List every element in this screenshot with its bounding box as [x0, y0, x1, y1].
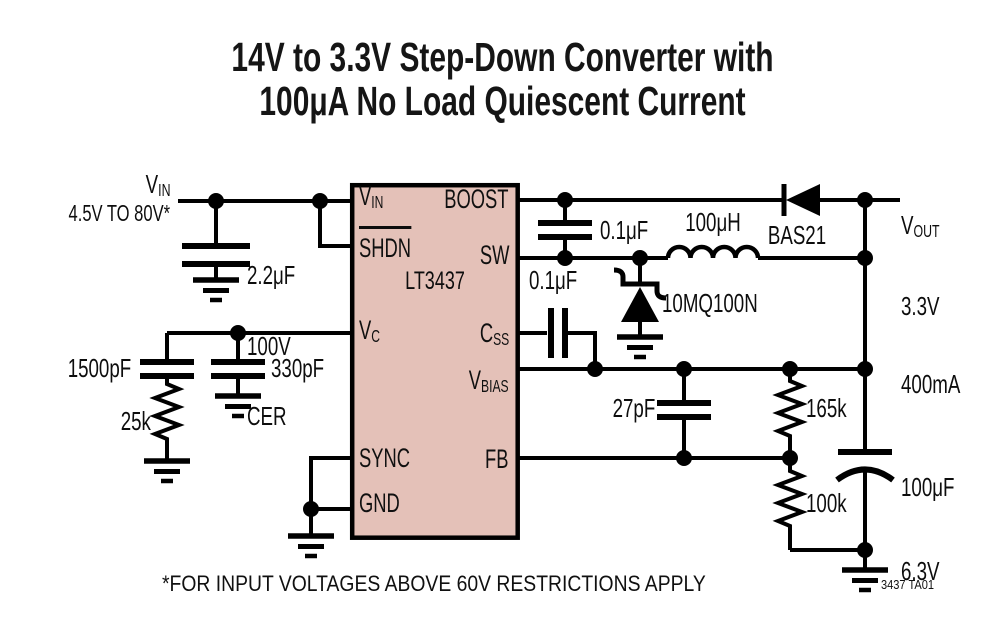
figure-tag: 3437 TA01 [881, 577, 935, 592]
ic-pin-label-sync: SYNC [359, 443, 411, 473]
junction-dot [303, 501, 319, 517]
pin-vin-main: V [359, 181, 372, 211]
r100k-label: 100k [806, 488, 847, 518]
c1500-label: 1500pF [67, 353, 131, 383]
junction-dot [857, 250, 873, 266]
junction-dot [632, 250, 648, 266]
wire-shdn-tie [318, 201, 354, 248]
ic-pin-label-gnd: GND [359, 488, 400, 518]
footnote: *FOR INPUT VOLTAGES ABOVE 60V RESTRICTIO… [162, 571, 706, 596]
ground-symbol [193, 277, 239, 303]
output-cap-rating: 6.3V [901, 556, 940, 586]
junction-dot [857, 192, 873, 208]
vin-rail-main: V [145, 169, 158, 199]
junction-dot [587, 361, 603, 377]
resistor-165k [772, 369, 808, 458]
ic-pin-label-fb: FB [485, 444, 509, 474]
r165k-label: 165k [806, 393, 847, 423]
ground-symbol [215, 393, 261, 419]
schottky-label: 10MQ100N [662, 288, 758, 318]
vout-rail-sub: OUT [913, 220, 940, 241]
junction-dot [557, 192, 573, 208]
pin-vbias-main: V [469, 365, 482, 395]
ic-pin-label-shdn: SHDN [359, 226, 412, 262]
output-cap-label: 100μF 6.3V TANT [901, 417, 954, 627]
input-cap-type: CER [247, 401, 287, 431]
capacitor-330pf [211, 359, 265, 379]
c330-label: 330pF [271, 353, 325, 383]
wire-sync-gnd [309, 456, 354, 536]
ic-name-label: LT3437 [405, 267, 465, 295]
junction-dot [676, 361, 692, 377]
vout-rail-main: V [901, 210, 914, 240]
pin-css-main: C [479, 318, 493, 348]
capacitor-softstart-0p1uf [548, 308, 568, 358]
resistor-25k [149, 379, 185, 461]
bas21-label: BAS21 [767, 220, 827, 250]
pin-shdn-text: SHDN [359, 226, 412, 262]
ic-pin-label-vc: VC [359, 316, 380, 347]
input-cap-label: 2.2μF 100V CER [247, 217, 295, 476]
title-line1: 14V to 3.3V Step-Down Converter with [231, 34, 774, 80]
pin-vin-sub: IN [371, 191, 384, 212]
inductor-100uh [665, 244, 761, 259]
capacitor-boost-0p1uf [538, 220, 592, 240]
ic-pin-label-css: CSS [480, 319, 509, 350]
junction-dot [312, 193, 328, 209]
output-cap-value: 100μF [901, 472, 955, 502]
junction-dot [676, 450, 692, 466]
ground-symbol [144, 458, 190, 484]
input-cap-value: 2.2μF [247, 260, 296, 290]
diode-bas21 [781, 184, 820, 216]
input-cap-rating: 100V [247, 330, 291, 361]
junction-dot [857, 542, 873, 558]
ic-pin-label-boost: BOOST [444, 184, 509, 214]
softstart-cap-label: 0.1μF [529, 265, 578, 295]
pin-vc-sub: C [371, 325, 381, 346]
ic-pin-label-vin: VIN [359, 182, 383, 213]
vout-block: VOUT 3.3V 400mA [901, 160, 960, 449]
ground-symbol [842, 567, 888, 593]
ground-symbol [288, 533, 334, 559]
diode-schottky-10mq100n [613, 267, 667, 322]
ic-pin-label-sw: SW [479, 240, 509, 270]
junction-dot [782, 450, 798, 466]
vin-range-label: 4.5V TO 80V* [68, 200, 170, 226]
ground-symbols [144, 277, 888, 593]
pin-css-sub: SS [492, 328, 509, 349]
junction-dot [230, 325, 246, 341]
capacitor-27pf [657, 400, 711, 420]
vin-rail-sub: IN [157, 179, 170, 200]
junction-dots [208, 192, 873, 558]
pin-vbias-sub: BIAS [481, 375, 509, 396]
wire-css [516, 331, 597, 369]
boost-cap-label: 0.1μF [600, 215, 649, 245]
ground-symbol [617, 334, 663, 360]
capacitor-1500pf [140, 359, 194, 379]
junction-dot [857, 361, 873, 377]
inductor-label: 100μH [685, 207, 741, 237]
figure-title: 14V to 3.3V Step-Down Converter with 100… [136, 35, 870, 123]
capacitor-input-2p2uf [182, 243, 250, 267]
r25k-label: 25k [120, 406, 151, 436]
junction-dot [557, 250, 573, 266]
junction-dot [782, 361, 798, 377]
ic-body-lt3437 [349, 182, 520, 540]
vout-current: 400mA [901, 369, 961, 399]
vout-voltage: 3.3V [901, 291, 940, 321]
capacitor-output-curved-plate [835, 466, 895, 483]
title-line2: 100μA No Load Quiescent Current [259, 78, 746, 124]
resistor-100k [772, 458, 808, 550]
ic-pin-label-vbias: VBIAS [469, 366, 509, 397]
vout-rail-label: VOUT [901, 212, 960, 241]
c27-label: 27pF [612, 393, 655, 423]
pin-vc-main: V [359, 315, 372, 345]
vin-rail-label: VIN [145, 171, 170, 201]
junction-dot [208, 193, 224, 209]
